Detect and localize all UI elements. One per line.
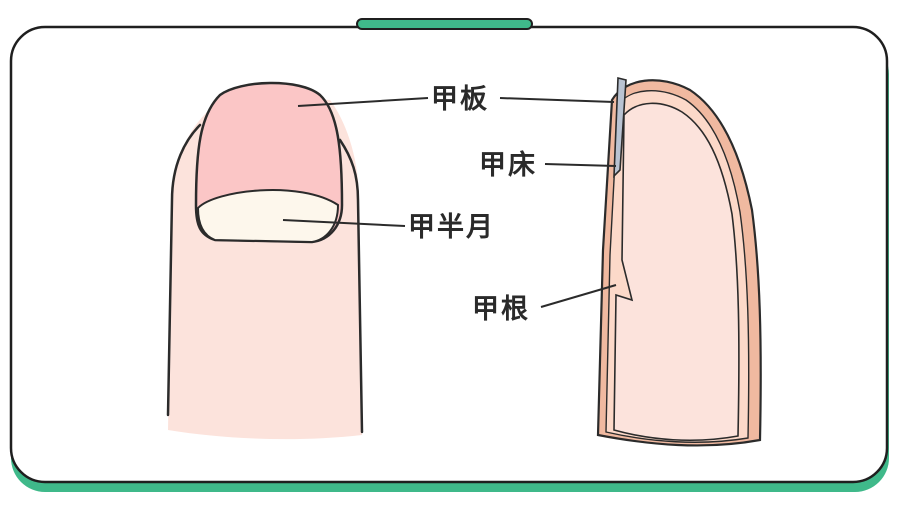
side-skin-inner (613, 102, 740, 442)
finger-front-outline (166, 123, 364, 434)
leader-lines (282, 97, 617, 308)
finger-side-view (596, 76, 762, 447)
label-nail-plate: 甲板 (431, 84, 489, 115)
side-nail-plate (613, 76, 627, 179)
leader-line-nail-plate-side (499, 97, 615, 103)
label-nail-root: 甲根 (472, 294, 530, 325)
label-nail-bed: 甲床 (479, 149, 537, 181)
label-lunula: 甲半月 (408, 212, 495, 243)
leader-line-nail-root (540, 284, 617, 308)
finger-front-view (166, 81, 364, 440)
top-tab (356, 18, 533, 30)
leader-line-nail-plate (297, 97, 429, 107)
leader-line-lunula (282, 219, 406, 227)
leader-line-nail-bed (544, 163, 617, 167)
lunula-shape (196, 189, 340, 244)
